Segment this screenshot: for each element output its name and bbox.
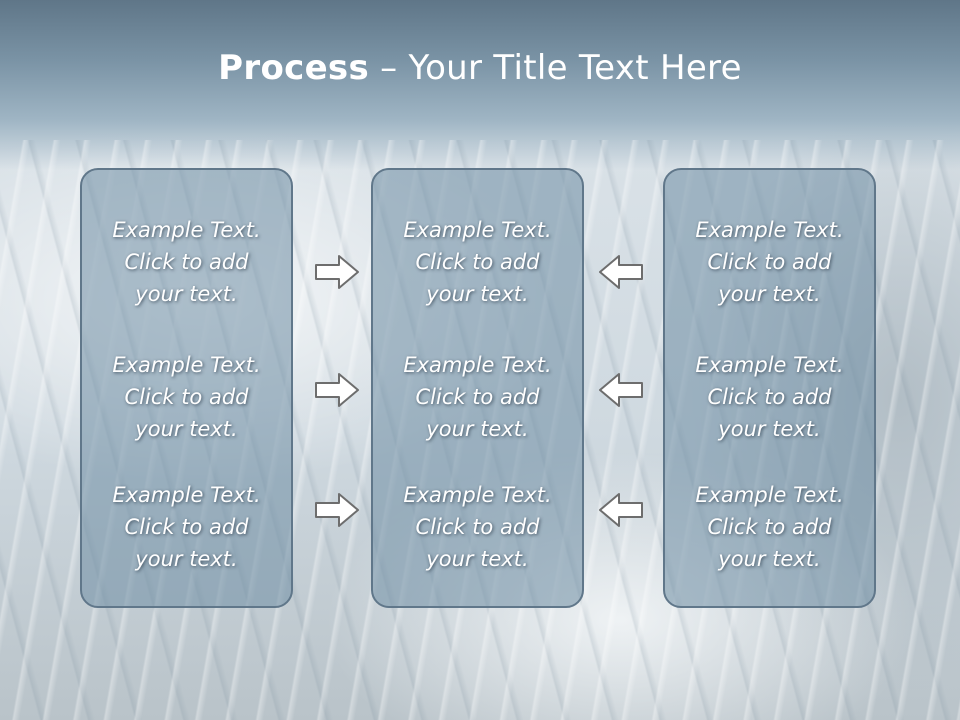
text-placeholder[interactable]: Example Text. Click to add your text. [695,353,844,441]
text-placeholder[interactable]: Example Text. Click to add your text. [403,218,552,306]
title-bold: Process [218,48,370,88]
slide-title[interactable]: Process – Your Title Text Here [0,48,960,88]
arrow-left-icon[interactable] [597,490,645,530]
process-box-right[interactable]: Example Text. Click to add your text. Ex… [663,168,876,608]
text-placeholder[interactable]: Example Text. Click to add your text. [403,483,552,571]
text-placeholder[interactable]: Example Text. Click to add your text. [112,218,261,306]
arrow-right-icon[interactable] [313,252,361,292]
text-placeholder[interactable]: Example Text. Click to add your text. [112,483,261,571]
process-box-left[interactable]: Example Text. Click to add your text. Ex… [80,168,293,608]
text-placeholder[interactable]: Example Text. Click to add your text. [112,353,261,441]
arrow-right-icon[interactable] [313,370,361,410]
process-box-center[interactable]: Example Text. Click to add your text. Ex… [371,168,584,608]
arrow-left-icon[interactable] [597,370,645,410]
title-rest: – Your Title Text Here [369,48,742,88]
text-placeholder[interactable]: Example Text. Click to add your text. [403,353,552,441]
arrow-right-icon[interactable] [313,490,361,530]
text-placeholder[interactable]: Example Text. Click to add your text. [695,483,844,571]
text-placeholder[interactable]: Example Text. Click to add your text. [695,218,844,306]
arrow-left-icon[interactable] [597,252,645,292]
